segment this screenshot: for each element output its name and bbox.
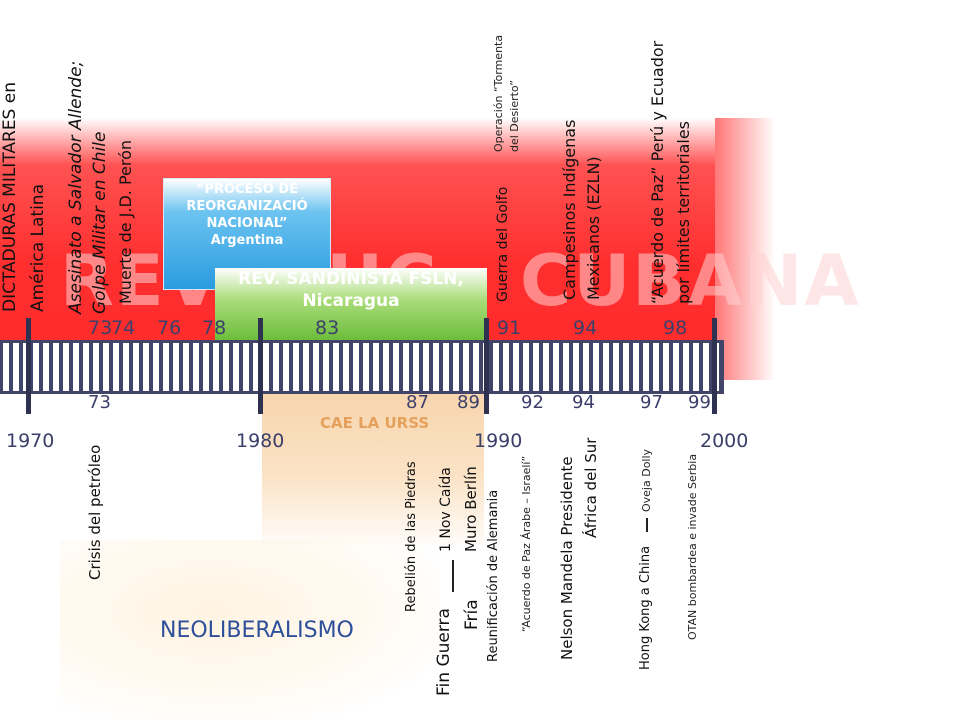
event-hongkong: Hong Kong a China <box>638 545 653 670</box>
event-tormenta-line2: del Desierto” <box>508 80 521 152</box>
decade-2000: 2000 <box>700 430 749 452</box>
year-bottom-89: 89 <box>457 392 480 413</box>
year-top-98: 98 <box>663 317 688 339</box>
event-reunificacion: Reunificación de Alemania <box>486 489 501 662</box>
event-caida-muro-line2: Muro Berlín <box>462 466 480 552</box>
neoliberalismo-label: NEOLIBERALISMO <box>160 618 354 643</box>
event-guerra-golfo: Guerra del Golfo <box>495 186 511 302</box>
cae-urss-band <box>262 375 484 545</box>
event-crisis-petroleo: Crisis del petróleo <box>86 444 104 580</box>
event-otan-serbia: OTAN bombardea e invade Serbia <box>686 453 699 640</box>
event-ezln-line2: Mexicanos (EZLN) <box>584 156 603 300</box>
event-fin-guerra-line1: Fin Guerra <box>434 608 454 696</box>
tick-1990 <box>484 318 489 414</box>
year-bottom-99: 99 <box>688 392 711 413</box>
event-caida-muro-line1: 1 Nov Caída <box>438 467 454 552</box>
decade-1970: 1970 <box>6 430 55 452</box>
revolucion-word-right: CUBANA <box>520 240 861 322</box>
bracket-line <box>452 560 454 592</box>
timeline-bar <box>0 340 724 394</box>
year-top-74: 74 <box>111 317 136 339</box>
band-fade <box>715 118 775 380</box>
event-mandela-line2: África del Sur <box>582 437 600 538</box>
tick-1980 <box>258 318 263 414</box>
decade-1990: 1990 <box>474 430 523 452</box>
event-allende-line1: Asesinato a Salvador Allende; <box>66 60 86 314</box>
cae-urss-label: CAE LA URSS <box>320 414 430 432</box>
year-top-76: 76 <box>157 317 182 339</box>
event-tormenta-line1: Operación “Tormenta <box>492 34 505 152</box>
event-fin-guerra-line2: Fría <box>462 599 482 630</box>
tick-1970 <box>26 318 31 414</box>
event-peron: Muerte de J.D. Perón <box>116 139 135 304</box>
event-dictaduras-line2: América Latina <box>28 184 48 312</box>
year-top-73: 73 <box>88 317 113 339</box>
year-bottom-73: 73 <box>88 392 111 413</box>
neoliberalismo-band <box>60 540 440 720</box>
year-bottom-87: 87 <box>406 392 429 413</box>
event-oveja-dolly: Oveja Dolly <box>640 448 653 512</box>
event-paz-peru-ecuador-line1: “Acuerdo de Paz” Perú y Ecuador <box>648 40 667 304</box>
year-top-83: 83 <box>315 317 340 339</box>
event-acuerdo-arabe-israeli: “Acuerdo de Paz Árabe – Israelí” <box>520 455 533 632</box>
year-top-94: 94 <box>573 317 598 339</box>
sandinista-label: REV. SANDINISTA FSLN, Nicaragua <box>238 269 464 311</box>
event-paz-peru-ecuador-line2: por límites territoriales <box>674 120 693 304</box>
tick-2000 <box>712 318 717 414</box>
sandinista-box: REV. SANDINISTA FSLN, Nicaragua <box>215 268 487 340</box>
year-bottom-92: 92 <box>521 392 544 413</box>
event-dictaduras-line1: DICTADURAS MILITARES en <box>0 82 20 312</box>
event-mandela-line1: Nelson Mandela Presidente <box>558 456 576 660</box>
hongkong-dash <box>646 518 648 532</box>
decade-1980: 1980 <box>236 430 285 452</box>
year-top-91: 91 <box>497 317 522 339</box>
year-top-78: 78 <box>202 317 227 339</box>
year-bottom-97: 97 <box>640 392 663 413</box>
event-allende-line2: Golpe Militar en Chile <box>90 131 110 314</box>
event-rebelion-piedras: Rebelión de las Piedras <box>404 461 419 612</box>
event-ezln-line1: Campesinos Indígenas <box>560 119 579 300</box>
proceso-reorganizacion-label: “PROCESO DE REORGANIZACIÓ NACIONAL” Arge… <box>186 182 308 248</box>
year-bottom-94: 94 <box>572 392 595 413</box>
